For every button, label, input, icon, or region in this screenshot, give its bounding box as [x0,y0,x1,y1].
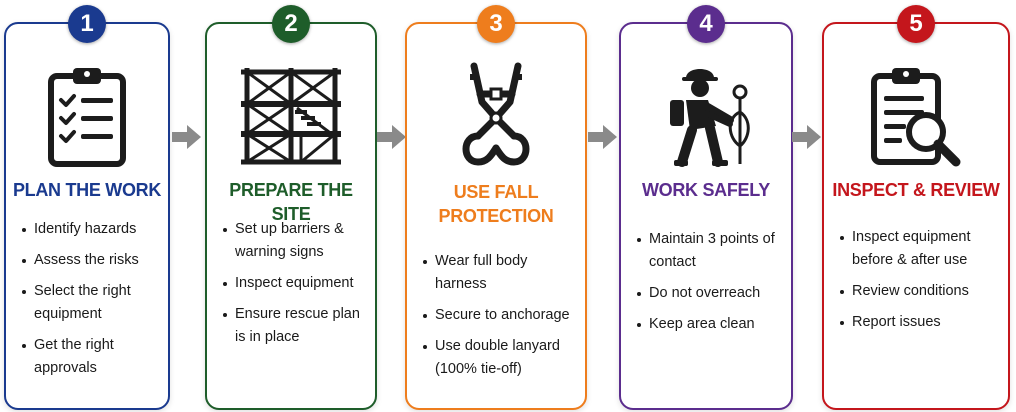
arrow-right-icon [588,125,617,149]
step-number-badge: 5 [897,5,935,43]
step-card-inspect-and-review: 5 INSPECT & REVIEW Inspect equipment bef… [822,5,1010,410]
step-number-badge: 3 [477,5,515,43]
list-item: Inspect equipment [221,272,367,295]
list-item: Set up barriers & warning signs [221,218,367,264]
clipboard-checklist-icon [6,60,168,172]
list-item: Ensure rescue plan is in place [221,303,367,349]
list-item: Identify hazards [20,218,160,241]
list-item: Review conditions [838,280,1000,303]
step-bullet-list: Wear full body harness Secure to anchora… [421,250,577,389]
step-title: PREPARE THE SITE [229,180,353,224]
arrow-right-icon [792,125,821,149]
step-bullet-list: Identify hazards Assess the risks Select… [20,218,160,388]
list-item: Report issues [838,311,1000,334]
step-title: INSPECT & REVIEW [832,180,1000,200]
clipboard-magnifier-icon [824,60,1008,172]
list-item: Inspect equipment before & after use [838,226,1000,272]
list-item: Keep area clean [635,313,783,336]
step-card-plan-the-work: 1 PLAN THE WORK Identify hazards Assess … [4,5,170,410]
list-item: Wear full body harness [421,250,577,296]
worker-icon [621,60,791,172]
scaffold-icon [207,60,375,172]
arrow-right-icon [172,125,201,149]
step-number-badge: 2 [272,5,310,43]
step-card-work-safely: 4 WORK SAFELY Maintain 3 points of [619,5,793,410]
step-title: PLAN THE WORK [12,180,162,200]
step-number-badge: 4 [687,5,725,43]
arrow-right-icon [377,125,406,149]
step-title: USE FALL PROTECTION [438,182,554,226]
step-bullet-list: Set up barriers & warning signs Inspect … [221,218,367,357]
step-title: WORK SAFELY [641,180,771,200]
list-item: Maintain 3 points of contact [635,228,783,274]
list-item: Do not overreach [635,282,783,305]
list-item: Assess the risks [20,249,160,272]
list-item: Secure to anchorage [421,304,577,327]
list-item: Select the right equipment [20,280,160,326]
harness-icon [407,60,585,172]
step-card-use-fall-protection: 3 USE FALL PROTECTION Wear ful [405,5,587,410]
step-number-badge: 1 [68,5,106,43]
step-bullet-list: Inspect equipment before & after use Rev… [838,226,1000,342]
step-card-prepare-the-site: 2 [205,5,377,410]
step-bullet-list: Maintain 3 points of contact Do not over… [635,228,783,344]
list-item: Get the right approvals [20,334,160,380]
list-item: Use double lanyard (100% tie-off) [421,335,577,381]
